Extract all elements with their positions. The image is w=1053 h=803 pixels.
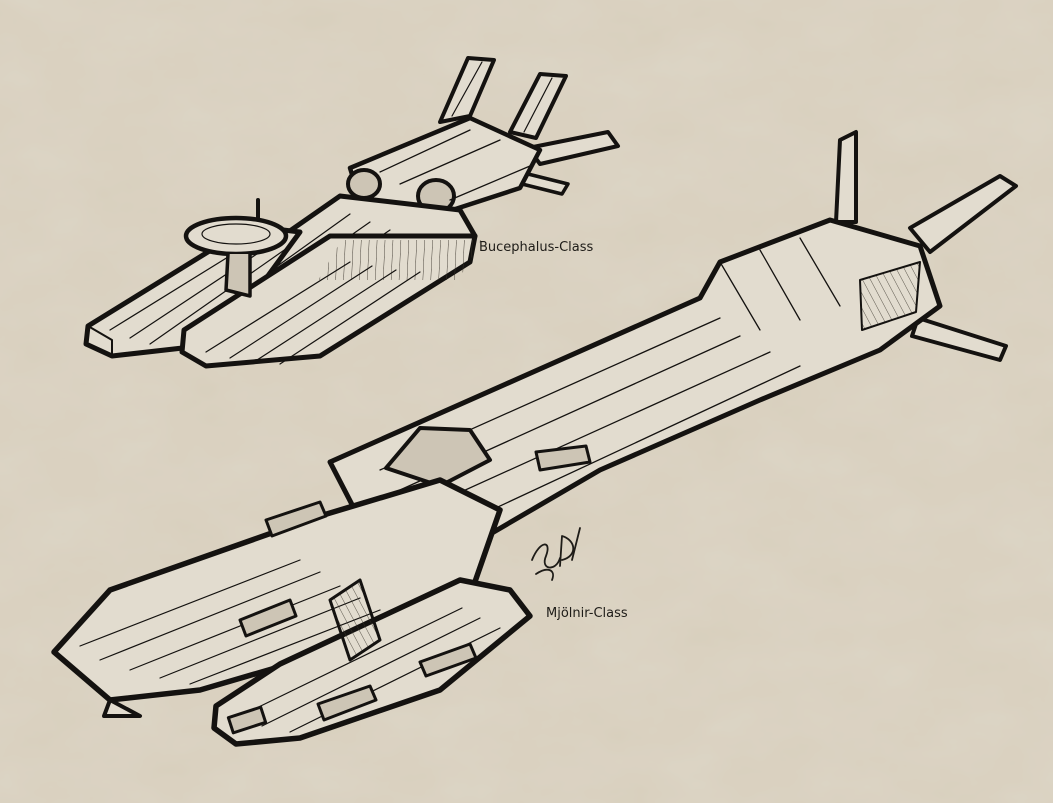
bucephalus-ship bbox=[83, 56, 620, 369]
artist-signature bbox=[531, 527, 581, 581]
mjolnir-ship bbox=[51, 130, 1018, 747]
bucephalus-class-label: Bucephalus-Class bbox=[479, 240, 594, 255]
mjolnir-class-label: Mjölnir-Class bbox=[546, 606, 628, 621]
